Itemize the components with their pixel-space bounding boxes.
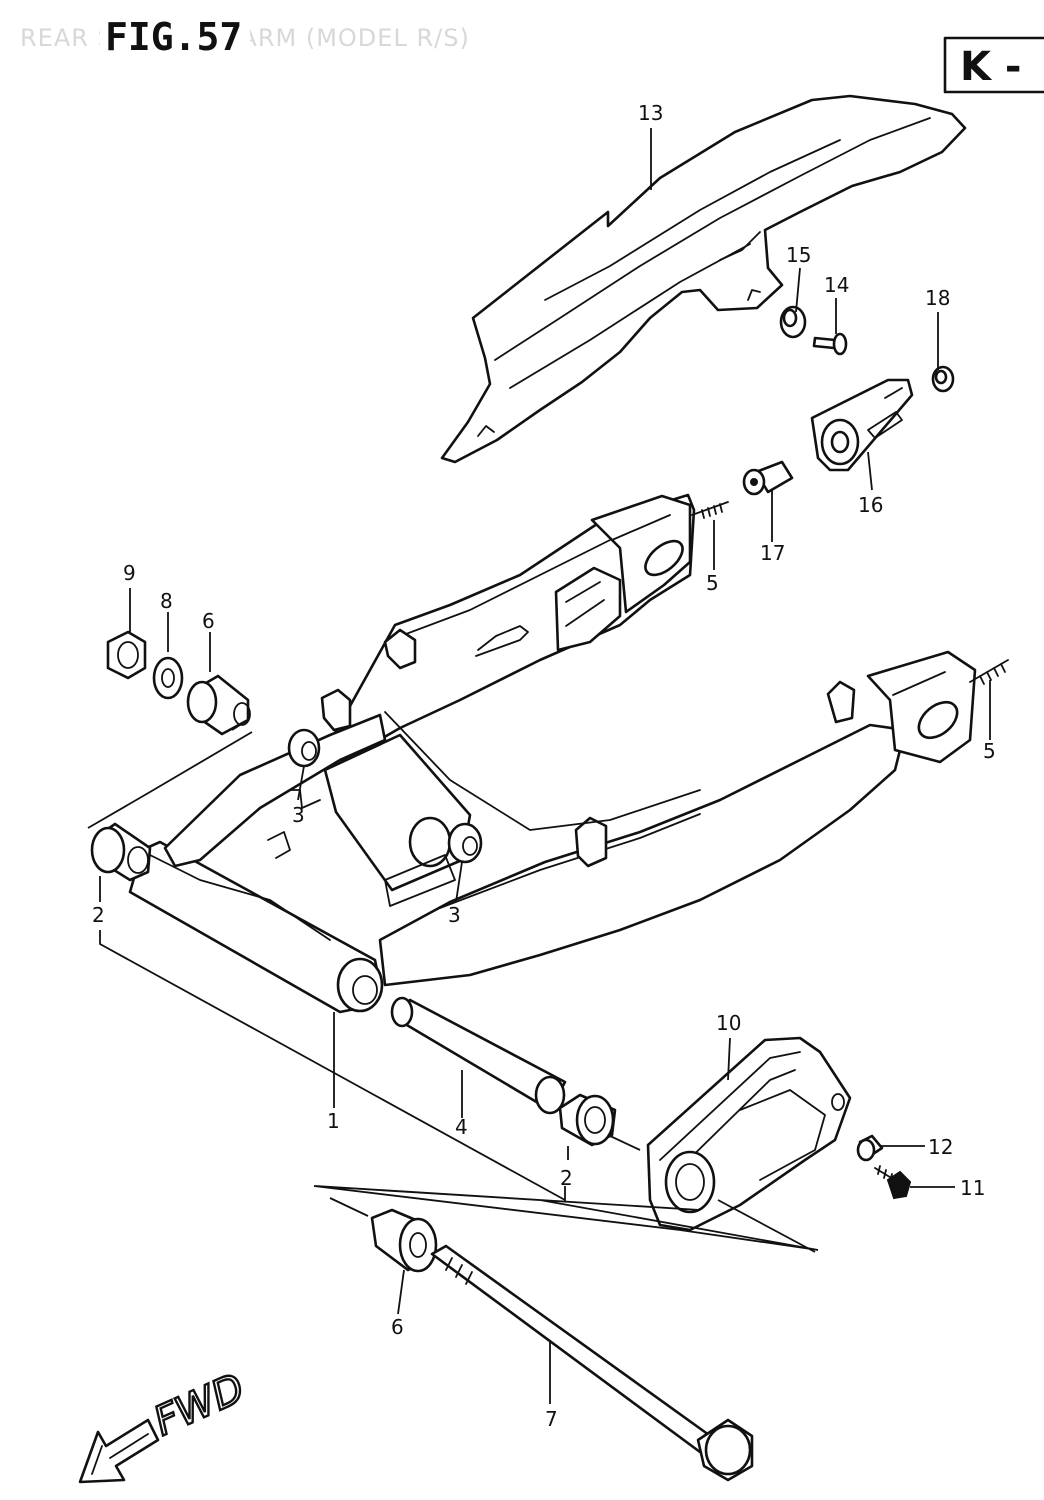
pivot-bearing-right — [558, 1093, 617, 1147]
callout-6-lower: 6 — [391, 1315, 404, 1339]
pivot-spacer — [390, 996, 567, 1115]
chain-case — [440, 94, 967, 464]
callout-11: 11 — [960, 1176, 985, 1200]
callout-2-left: 2 — [92, 903, 105, 927]
pivot-nut — [106, 630, 147, 680]
pivot-bearing-left — [90, 822, 152, 882]
callout-13: 13 — [638, 101, 663, 125]
callout-17: 17 — [760, 541, 785, 565]
needle-bearing-left — [287, 728, 321, 768]
callout-1: 1 — [327, 1109, 340, 1133]
adjuster-bolt-upper — [691, 501, 729, 519]
adjuster-spacer — [742, 460, 794, 496]
section-code-box: K - — [943, 36, 1044, 94]
adjuster-nut — [931, 365, 955, 393]
figure-title: FIG.57 — [105, 15, 242, 59]
callout-2-right: 2 — [560, 1166, 573, 1190]
callouts: 13 15 14 18 16 17 5 9 8 6 3 3 5 2 1 4 10… — [92, 101, 996, 1431]
leader-lines — [87, 128, 991, 1404]
callout-7: 7 — [545, 1407, 558, 1431]
pivot-bushing-lower — [370, 1208, 438, 1273]
callout-15: 15 — [786, 243, 811, 267]
guide-collar — [856, 1134, 884, 1162]
case-screw — [812, 332, 848, 356]
forward-arrow-icon: FWD — [78, 1364, 253, 1484]
pivot-washer — [152, 656, 184, 700]
chain-guide — [646, 1036, 852, 1232]
needle-bearing-right — [447, 822, 483, 864]
callout-5-upper: 5 — [706, 571, 719, 595]
callout-14: 14 — [824, 273, 849, 297]
swing-arm — [128, 493, 977, 1014]
callout-12: 12 — [928, 1135, 953, 1159]
guide-bolt — [874, 1165, 912, 1200]
callout-16: 16 — [858, 493, 883, 517]
pivot-bushing-upper — [186, 674, 251, 736]
callout-4: 4 — [455, 1115, 468, 1139]
adjuster-bolt-lower — [969, 659, 1009, 685]
callout-5-lower: 5 — [983, 739, 996, 763]
chain-adjuster — [810, 378, 914, 472]
callout-3-right: 3 — [448, 903, 461, 927]
callout-18: 18 — [925, 286, 950, 310]
forward-label: FWD — [147, 1365, 251, 1445]
pivot-shaft — [430, 1244, 754, 1482]
callout-3-left: 3 — [292, 803, 305, 827]
section-code: K - — [960, 44, 1022, 90]
callout-10: 10 — [716, 1011, 741, 1035]
callout-6-upper: 6 — [202, 609, 215, 633]
callout-8: 8 — [160, 589, 173, 613]
clip-nut — [779, 305, 807, 339]
callout-9: 9 — [123, 561, 136, 585]
